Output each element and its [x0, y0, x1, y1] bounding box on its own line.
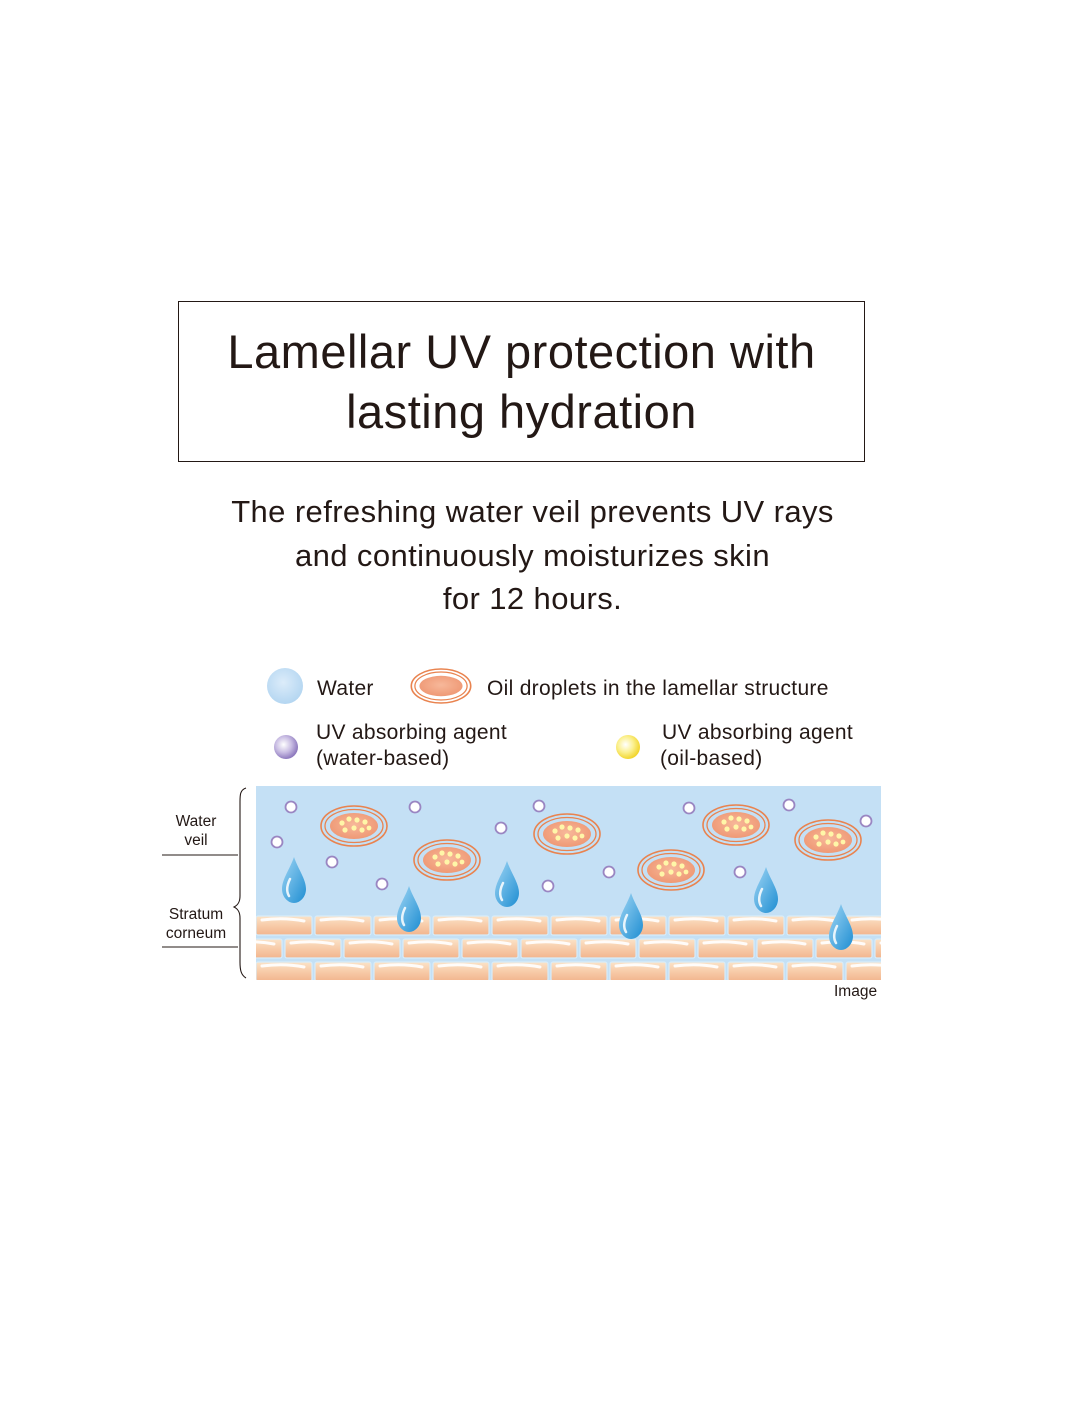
skin-cell-highlight	[850, 917, 881, 922]
legend-uv-water-label-2: (water-based)	[316, 747, 450, 770]
water-veil-label: Water veil	[156, 812, 236, 850]
title-line-2: lasting hydration	[346, 384, 697, 438]
skin-cell-highlight	[319, 963, 365, 969]
skin-cell-highlight	[466, 940, 512, 946]
stratum-corneum-label-2: corneum	[165, 925, 227, 942]
skin-cross-section	[256, 786, 881, 980]
skin-cell-highlight	[732, 917, 778, 923]
legend-oil-symbol	[410, 668, 472, 704]
subtitle-line-2: and continuously moisturizes skin	[295, 537, 770, 573]
title-box: Lamellar UV protection with lasting hydr…	[178, 301, 865, 462]
skin-cell-highlight	[879, 941, 881, 945]
stratum-corneum-label-1: Stratum	[168, 906, 224, 923]
skin-cell-highlight	[496, 917, 542, 923]
legend-oil-droplets-label: Oil droplets in the lamellar structure	[487, 677, 829, 700]
skin-cell-highlight	[761, 940, 807, 946]
legend-water-symbol	[267, 668, 303, 704]
skin-cell-highlight	[256, 940, 276, 946]
image-caption: Image	[834, 983, 878, 1000]
skin-cell-highlight	[555, 917, 601, 923]
subtitle-line-1: The refreshing water veil prevents UV ra…	[231, 494, 834, 529]
subtitle-line-3: for 12 hours.	[442, 581, 623, 616]
skin-cell-highlight	[260, 963, 306, 969]
skin-cell-highlight	[791, 917, 837, 923]
skin-cell-highlight	[437, 917, 483, 923]
legend-uv-oil-symbol	[616, 735, 640, 759]
skin-cell-highlight	[732, 963, 778, 969]
skin-cell-highlight	[584, 940, 630, 946]
skin-cell-highlight	[614, 963, 660, 969]
legend-water-label: Water	[317, 677, 374, 700]
water-veil-label-2: veil	[184, 832, 208, 849]
skin-cell-highlight	[643, 940, 689, 946]
skin-cell-highlight	[850, 963, 881, 968]
stratum-corneum-cells	[256, 915, 881, 980]
skin-cell-highlight	[319, 917, 365, 923]
stratum-corneum-label: Stratum corneum	[156, 905, 236, 943]
skin-cell-highlight	[496, 963, 542, 969]
skin-cell-highlight	[791, 963, 837, 969]
legend-uv-oil-label-1: UV absorbing agent	[662, 721, 854, 744]
skin-cell-highlight	[673, 963, 719, 969]
skin-cell-highlight	[378, 963, 424, 969]
subtitle: The refreshing water veil prevents UV ra…	[0, 490, 1065, 621]
water-veil-label-1: Water	[175, 813, 217, 830]
left-brackets	[162, 787, 247, 979]
legend-uv-water-label-1: UV absorbing agent	[316, 721, 508, 744]
skin-cell	[874, 938, 881, 959]
skin-cell-highlight	[673, 917, 719, 923]
skin-cell-highlight	[289, 940, 335, 946]
skin-cell-highlight	[437, 963, 483, 969]
skin-cell-highlight	[525, 940, 571, 946]
skin-cell-highlight	[260, 917, 306, 923]
skin-cell-highlight	[348, 940, 394, 946]
skin-cell-highlight	[407, 940, 453, 946]
skin-cell-highlight	[702, 940, 748, 946]
skin-cell-highlight	[555, 963, 601, 969]
legend-uv-oil-label-2: (oil-based)	[660, 747, 763, 770]
legend-uv-water-symbol	[274, 735, 298, 759]
title-line-1: Lamellar UV protection with	[227, 324, 816, 378]
